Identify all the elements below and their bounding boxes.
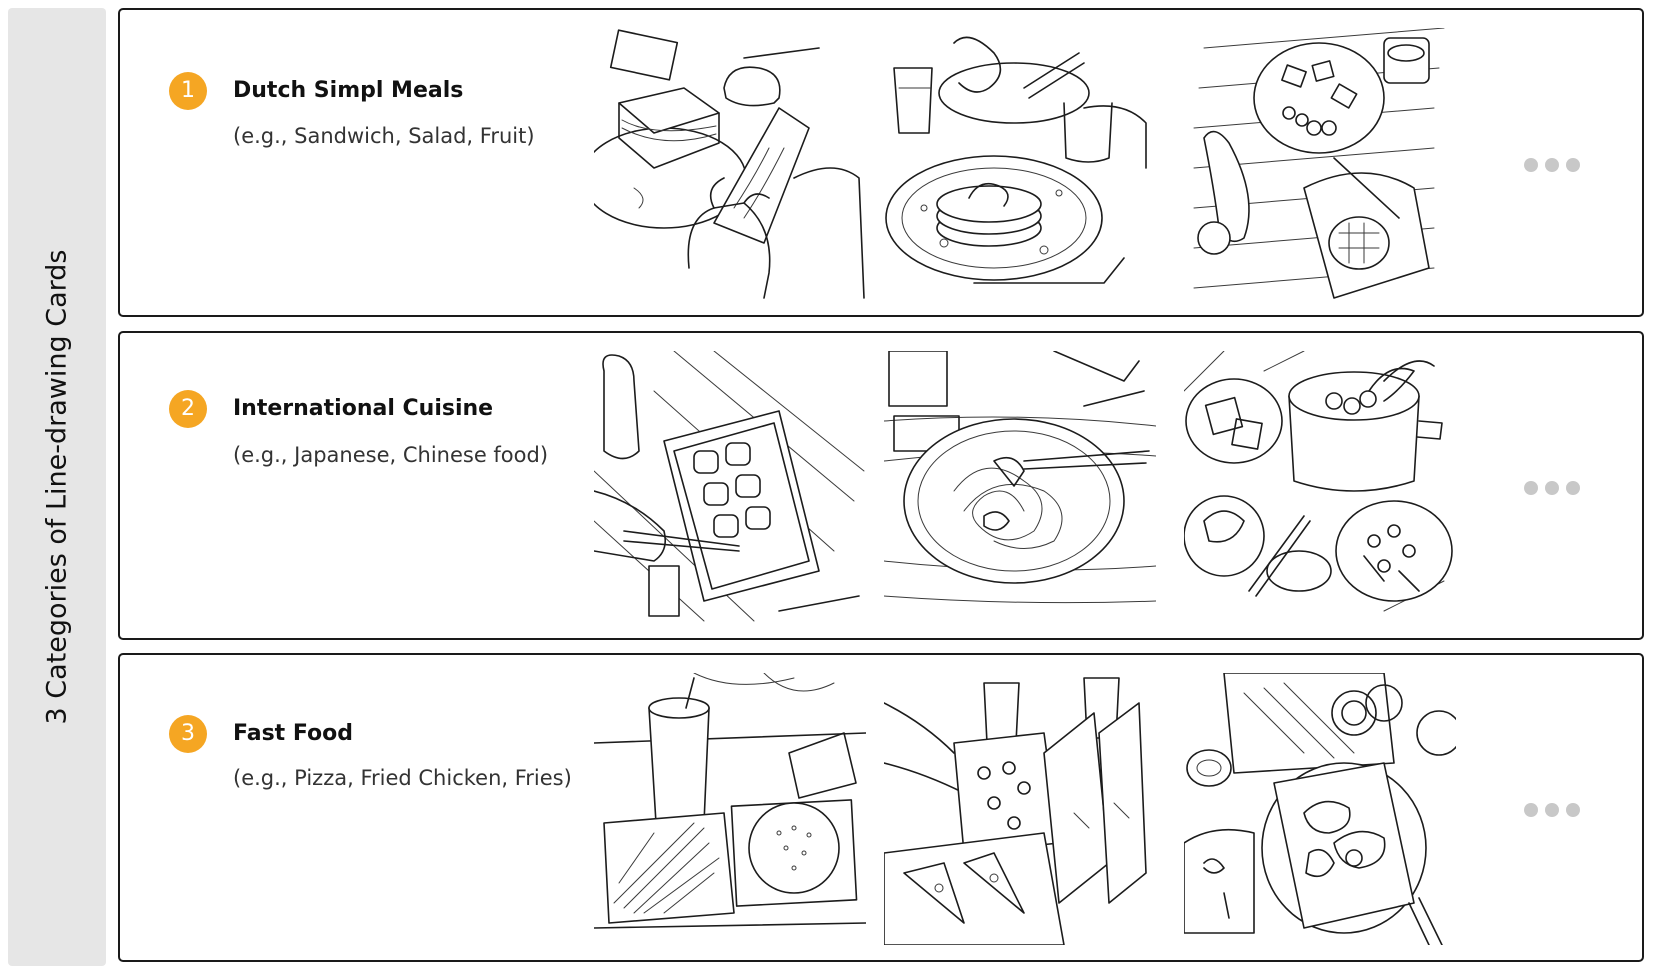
category-examples: (e.g., Japanese, Chinese food) bbox=[233, 443, 549, 467]
category-number-badge: 1 bbox=[169, 72, 207, 110]
ellipsis-icon bbox=[1524, 155, 1594, 175]
line-drawing-card-sushi bbox=[594, 351, 866, 623]
line-drawing-card-fried-chicken bbox=[1184, 673, 1456, 945]
line-drawing-card-pasta bbox=[884, 351, 1156, 623]
category-number-badge: 2 bbox=[169, 390, 207, 428]
category-title: Dutch Simpl Meals bbox=[233, 78, 464, 103]
side-title: 3 Categories of Line-drawing Cards bbox=[41, 249, 73, 725]
category-number-badge: 3 bbox=[169, 715, 207, 753]
line-drawing-card-burger-fries bbox=[594, 673, 866, 945]
category-title: Fast Food bbox=[233, 721, 353, 746]
line-drawing-card-hotpot bbox=[1184, 351, 1456, 623]
category-examples: (e.g., Sandwich, Salad, Fruit) bbox=[233, 124, 535, 148]
category-row-2: 2 International Cuisine (e.g., Japanese,… bbox=[118, 331, 1644, 640]
ellipsis-icon bbox=[1524, 800, 1594, 820]
category-examples: (e.g., Pizza, Fried Chicken, Fries) bbox=[233, 766, 572, 790]
line-drawing-card-pancakes bbox=[884, 28, 1156, 300]
ellipsis-icon bbox=[1524, 478, 1594, 498]
category-row-3: 3 Fast Food (e.g., Pizza, Fried Chicken,… bbox=[118, 653, 1644, 962]
side-label-panel: 3 Categories of Line-drawing Cards bbox=[8, 8, 106, 966]
line-drawing-card-fruit-plate bbox=[1184, 28, 1456, 300]
line-drawing-card-pizza bbox=[884, 673, 1156, 945]
category-row-1: 1 Dutch Simpl Meals (e.g., Sandwich, Sal… bbox=[118, 8, 1644, 317]
line-drawing-card-sandwich bbox=[594, 28, 866, 300]
category-title: International Cuisine bbox=[233, 396, 494, 421]
